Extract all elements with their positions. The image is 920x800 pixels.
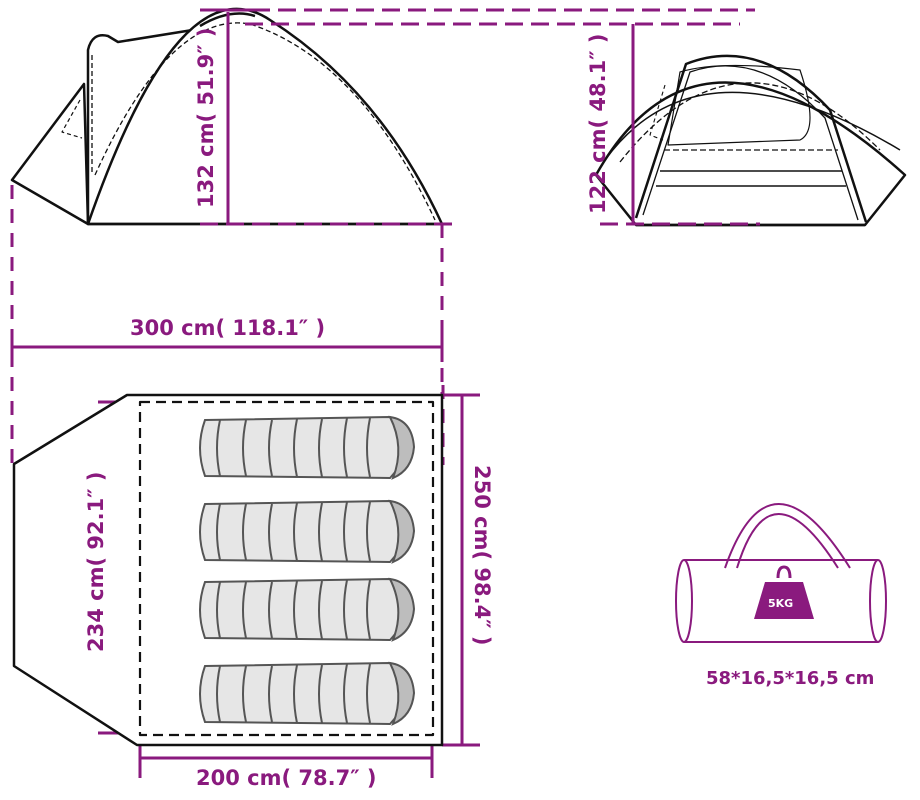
carry-bag-icon	[675, 503, 887, 643]
inner-length-label: 200 cm( 78.7″ )	[196, 766, 377, 790]
front-height-label: 122 cm( 48.1″ )	[586, 33, 610, 215]
sleeping-bag	[199, 415, 416, 480]
vestibule-width-label: 234 cm( 92.1″ )	[84, 471, 108, 653]
bag-size-label: 58*16,5*16,5 cm	[706, 668, 875, 689]
floor-plan	[12, 393, 444, 747]
length-label: 300 cm( 118.1″ )	[130, 316, 326, 340]
weight-label: 5KG	[768, 597, 794, 610]
sleeping-bag	[199, 661, 416, 726]
total-width-label: 250 cm( 98.4″ )	[470, 465, 494, 646]
front-view-tent	[594, 54, 907, 227]
sleeping-bag	[199, 499, 416, 564]
sleeping-bags	[199, 415, 416, 726]
side-height-label: 132 cm( 51.9″ )	[194, 27, 218, 209]
side-view-tent	[10, 7, 444, 226]
sleeping-bag	[199, 577, 416, 642]
